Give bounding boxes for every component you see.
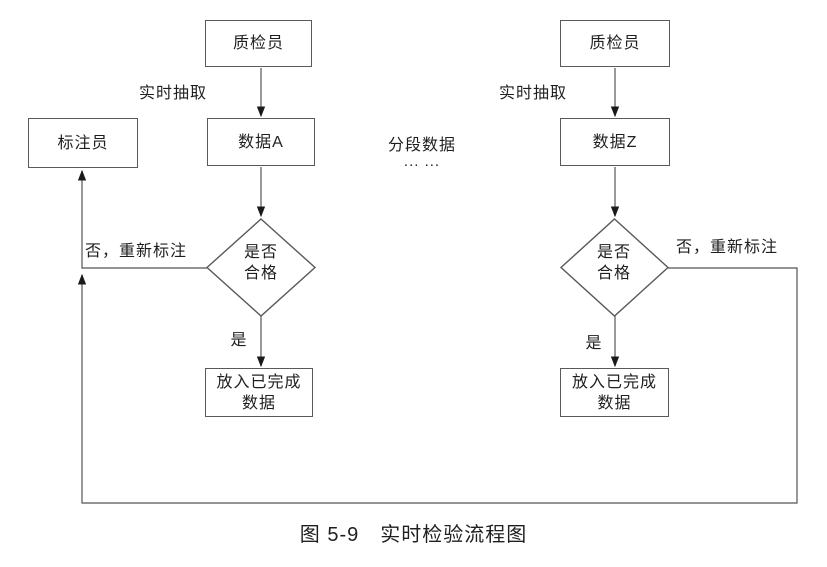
- done-line1-left: 放入已完成: [216, 373, 302, 391]
- inspector-box-left: 质检员: [205, 20, 312, 67]
- edge-no-left-to-annotator: [77, 169, 207, 269]
- decision-diamond-right: [559, 218, 670, 317]
- extract-label-right: 实时抽取: [498, 85, 567, 102]
- done-box-right: 放入已完成 数据: [560, 368, 669, 417]
- decision-text-right: 是否 合格: [560, 242, 668, 284]
- yes-label-right: 是: [585, 335, 603, 352]
- decision-line2-left: 合格: [243, 265, 278, 282]
- annotator-box: 标注员: [28, 118, 138, 168]
- edge-no-right-loop: [77, 267, 798, 504]
- done-line2-right: 数据: [597, 394, 632, 412]
- no-label-left: 否，重新标注: [85, 243, 188, 260]
- decision-line1-left: 是否: [243, 244, 278, 261]
- inspector-label-right: 质检员: [589, 35, 641, 52]
- data-label-left: 数据A: [238, 133, 284, 151]
- figure-caption: 图 5-9 实时检验流程图: [299, 524, 528, 546]
- decision-line2-right: 合格: [596, 265, 631, 282]
- done-line2-left: 数据: [241, 394, 276, 412]
- segment-ellipsis: ... ...: [403, 153, 441, 170]
- inspector-label-left: 质检员: [232, 35, 284, 52]
- decision-text-left: 是否 合格: [207, 242, 315, 284]
- yes-label-left: 是: [230, 332, 248, 349]
- data-label-right: 数据Z: [592, 133, 638, 151]
- annotator-label: 标注员: [57, 134, 109, 152]
- decision-line1-right: 是否: [596, 244, 631, 261]
- done-line1-right: 放入已完成: [571, 373, 657, 391]
- done-box-left: 放入已完成 数据: [205, 368, 313, 417]
- decision-diamond-left: [205, 218, 317, 317]
- extract-label-left: 实时抽取: [138, 85, 207, 102]
- data-box-right: 数据Z: [560, 118, 670, 166]
- no-label-right: 否，重新标注: [676, 239, 779, 256]
- data-box-left: 数据A: [207, 118, 315, 166]
- segment-data-label: 分段数据: [387, 137, 456, 154]
- inspector-box-right: 质检员: [560, 20, 670, 67]
